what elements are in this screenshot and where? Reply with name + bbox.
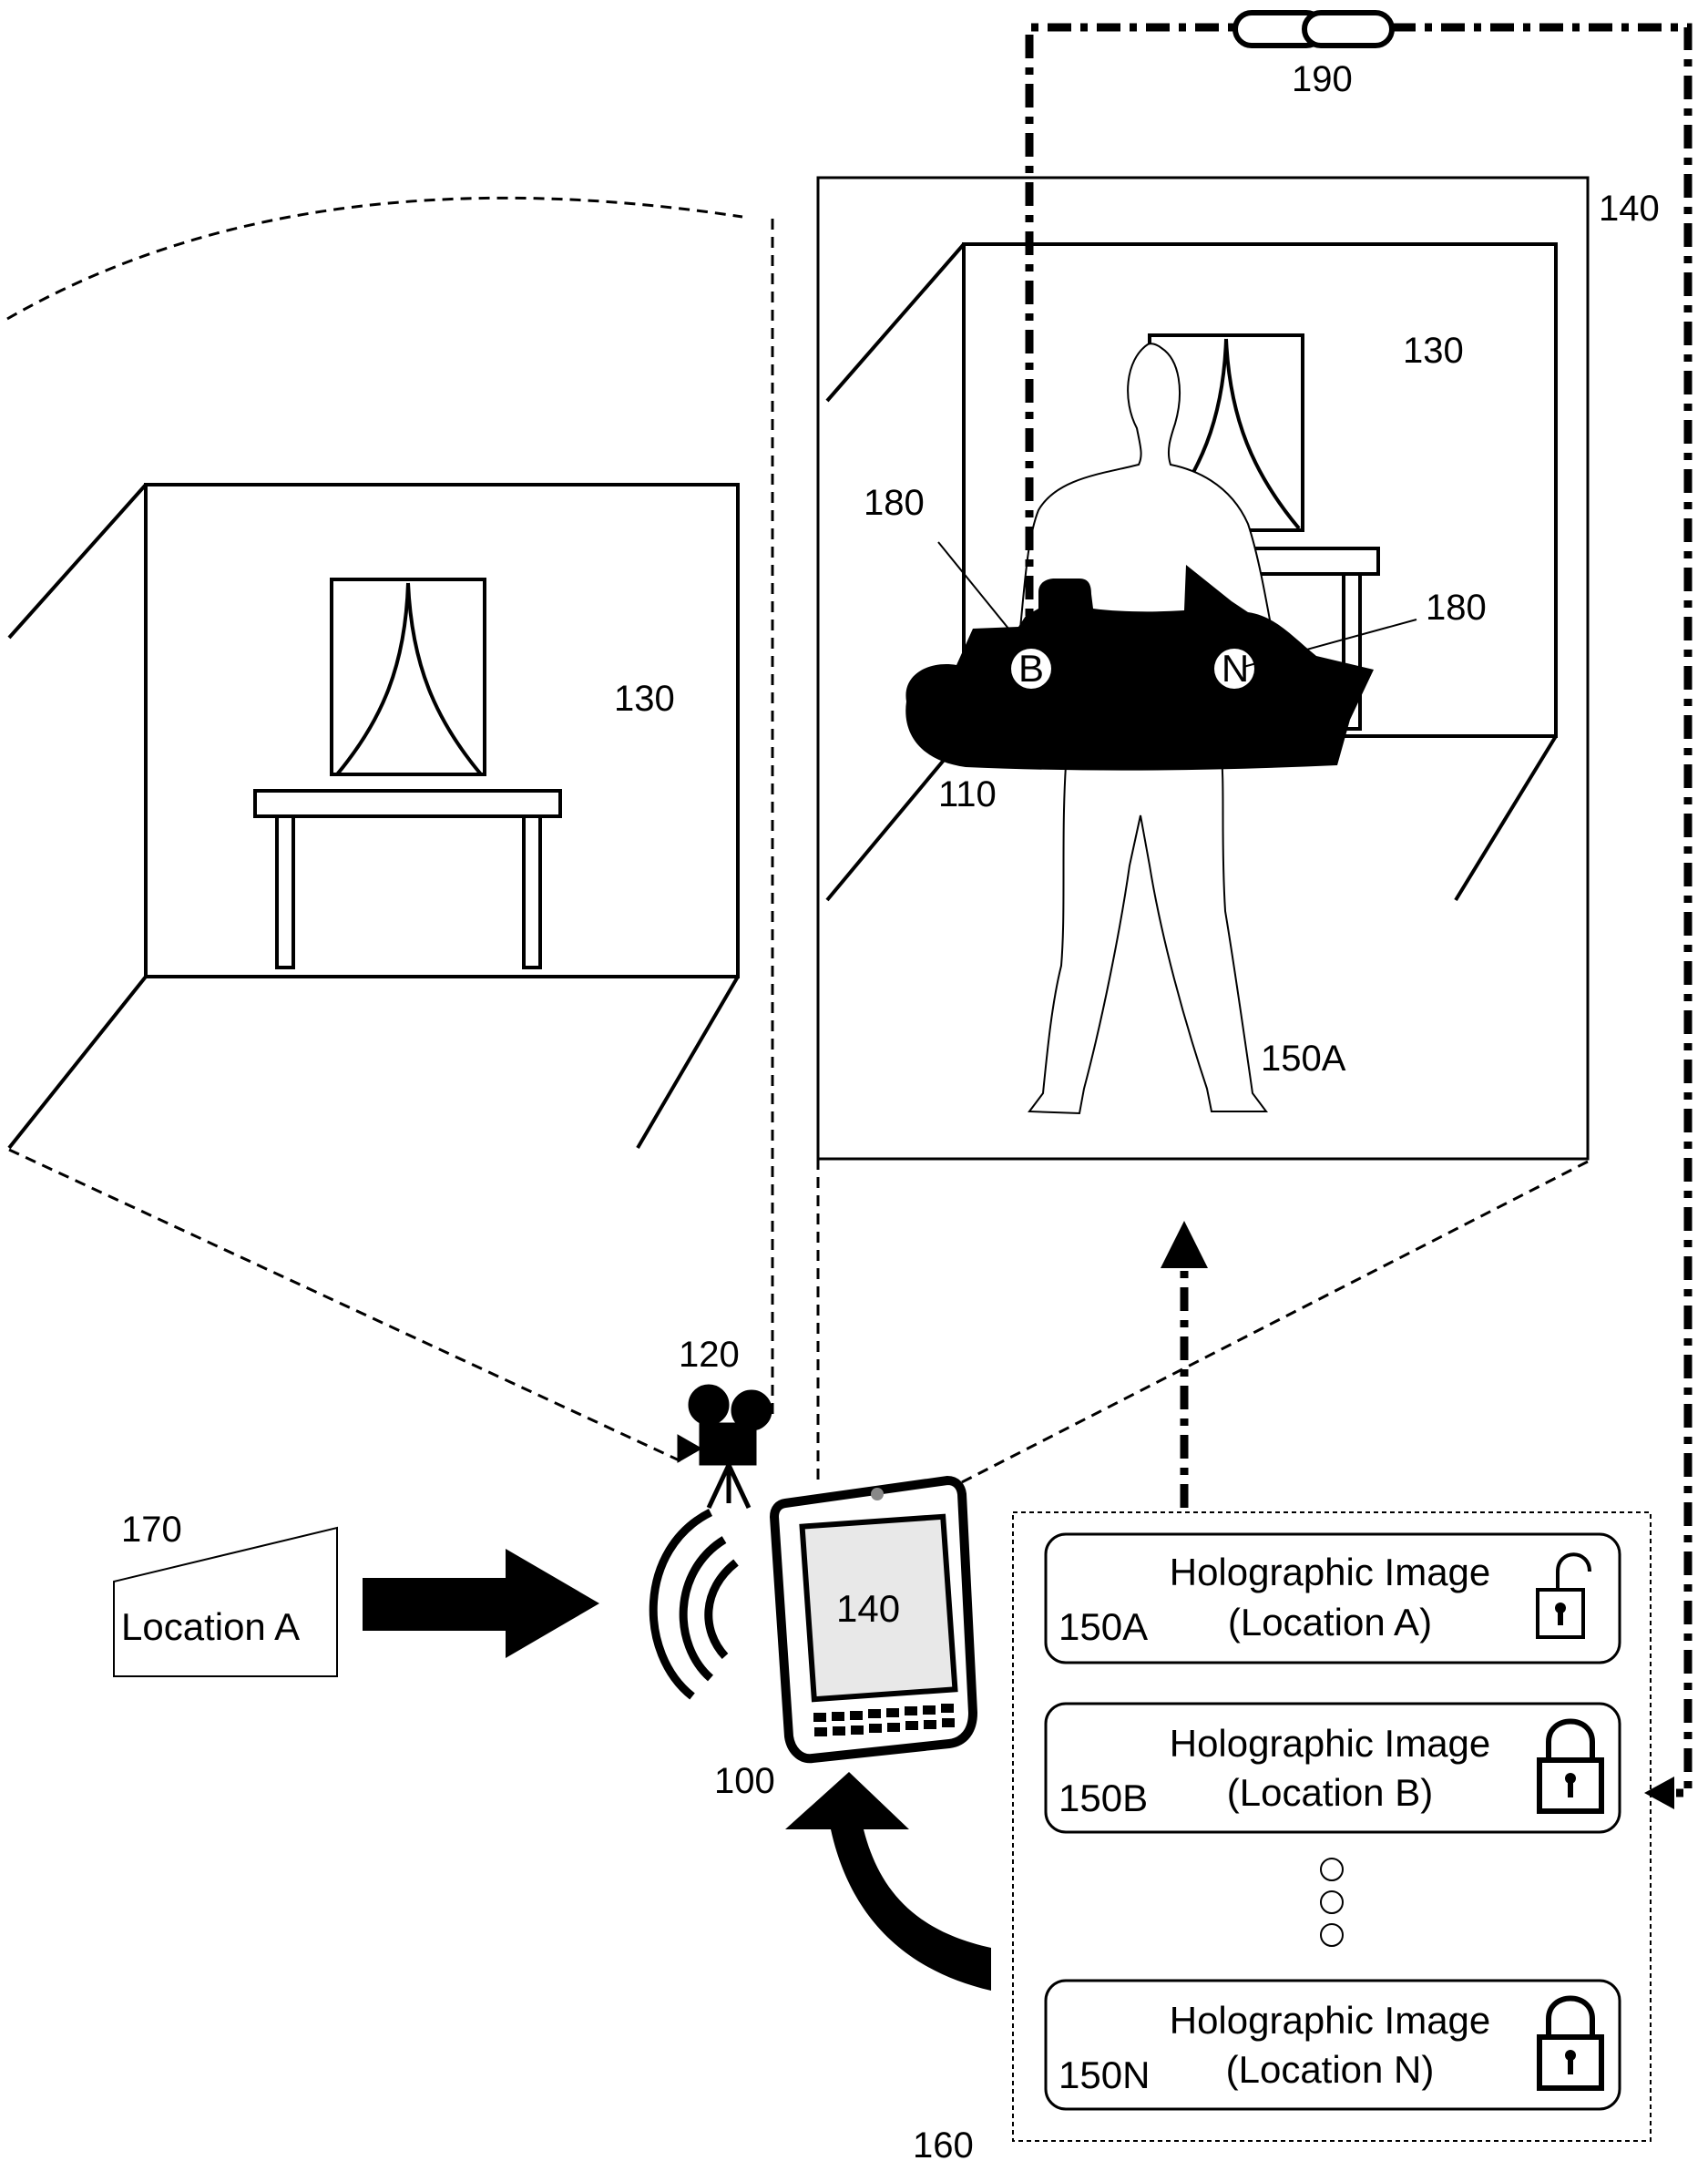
view-arc <box>6 196 743 321</box>
locked-padlock-icon <box>1537 1718 1604 1814</box>
marker-left-label: 180 <box>864 483 925 523</box>
location-arrow <box>363 1549 599 1658</box>
camera-projection-lines <box>8 219 774 1464</box>
library-label: 160 <box>913 2125 974 2166</box>
image-library-box <box>1012 1511 1652 2142</box>
room-left-label: 130 <box>614 679 675 719</box>
library-item-150b[interactable]: Holographic Image (Location B) 150B <box>1044 1702 1621 1834</box>
location-card-label: 170 <box>121 1510 182 1550</box>
library-item-150a[interactable]: Holographic Image (Location A) 150A <box>1044 1532 1621 1664</box>
display-frame-label: 140 <box>1599 189 1660 229</box>
lock-link-path <box>1025 23 1693 1797</box>
device-screen-label: 140 <box>836 1587 900 1630</box>
location-card <box>113 1526 338 1677</box>
camera-icon <box>677 1384 772 1510</box>
marker-n-text: N <box>1222 647 1249 690</box>
room-right-label: 130 <box>1403 331 1464 371</box>
wireless-signal-icon <box>649 1508 739 1700</box>
marker-b-circle <box>1011 649 1051 689</box>
item-title: Holographic Image <box>1170 1722 1491 1765</box>
marker-n-circle <box>1214 649 1254 689</box>
unlocked-padlock-icon <box>1536 1552 1591 1639</box>
boat-label: 110 <box>938 774 997 814</box>
device-label: 100 <box>714 1761 775 1801</box>
item-id: 150A <box>1059 1605 1148 1648</box>
item-title: Holographic Image <box>1170 1551 1491 1593</box>
chain-icon <box>1232 10 1395 48</box>
marker-left-leader <box>937 541 1026 650</box>
marker-right-leader <box>1243 619 1417 668</box>
device-keypad <box>813 1704 955 1736</box>
device-projection-lines <box>816 1159 1589 1487</box>
left-room <box>6 196 743 1150</box>
marker-b-text: B <box>1018 647 1044 690</box>
item-subtitle: (Location B) <box>1227 1771 1433 1814</box>
more-items-ellipsis-icon <box>1320 1858 1344 1947</box>
library-item-150n[interactable]: Holographic Image (Location N) 150N <box>1044 1979 1621 2111</box>
item-id: 150N <box>1059 2053 1150 2096</box>
item-subtitle: (Location N) <box>1226 2048 1435 2091</box>
item-subtitle: (Location A) <box>1228 1601 1432 1644</box>
item-id: 150B <box>1059 1777 1148 1819</box>
library-to-device-arrow <box>785 1772 991 1991</box>
person-label: 150A <box>1261 1039 1346 1079</box>
chain-label: 190 <box>1292 59 1353 99</box>
camera-label: 120 <box>679 1335 740 1375</box>
marker-right-label: 180 <box>1426 588 1487 628</box>
project-arrow <box>1161 1221 1208 1508</box>
lock-link-arrowhead <box>1644 1777 1674 1809</box>
item-title: Holographic Image <box>1170 1999 1491 2042</box>
location-card-text: Location A <box>121 1605 300 1648</box>
holographic-boat: B N <box>905 565 1374 771</box>
mobile-device <box>769 1475 978 1764</box>
locked-padlock-icon <box>1537 1995 1604 2091</box>
